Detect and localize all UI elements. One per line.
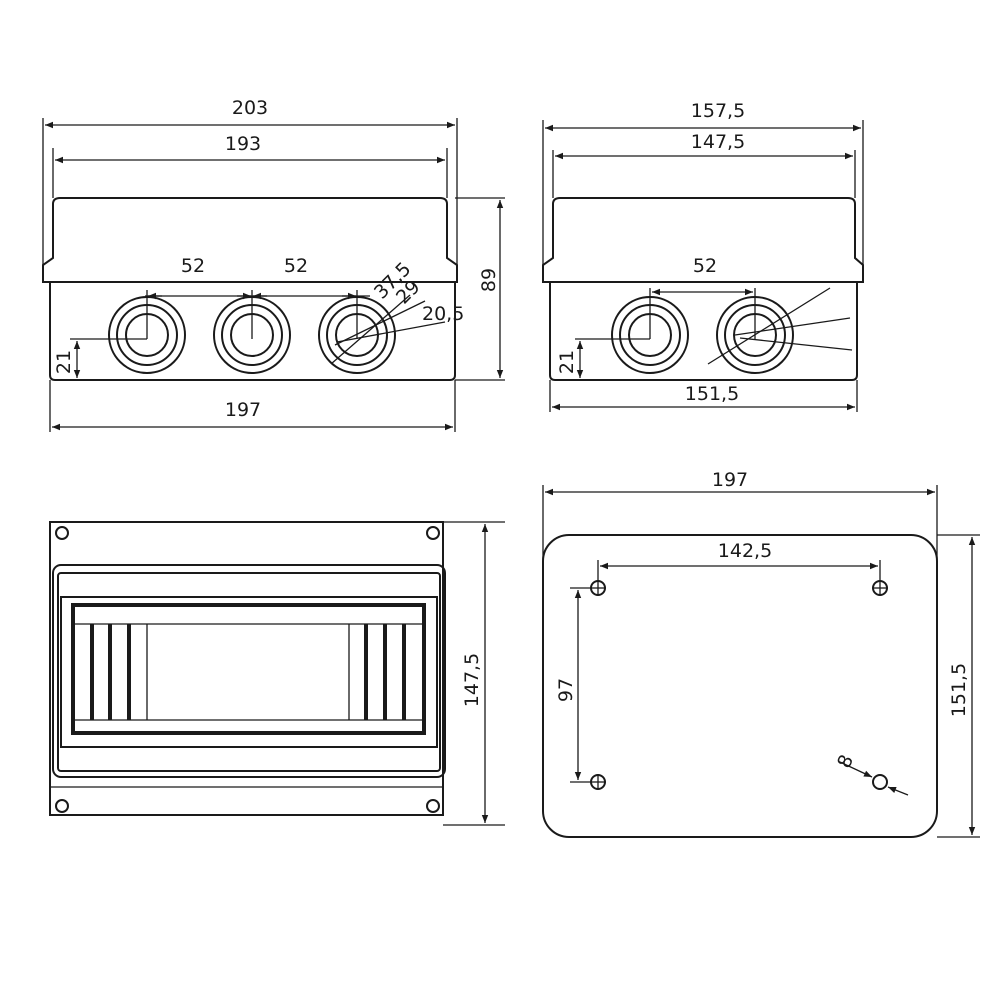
dim-mount-hole-dia: 8 [833,751,858,771]
dim-hole-spacing-2: 52 [284,255,308,277]
dim-side-lid-width: 147,5 [691,131,745,153]
dim-side-body-width: 151,5 [685,383,739,405]
dim-height: 89 [478,268,500,292]
mounting-holes [590,580,888,790]
dim-bottom-height: 151,5 [948,663,970,717]
dim-lid-width: 193 [225,133,261,155]
dim-body-width: 197 [225,399,261,421]
dim-side-overall-width: 157,5 [691,100,745,122]
dim-side-hole-spacing: 52 [693,255,717,277]
dim-mount-spacing-x: 142,5 [718,540,772,562]
dim-side-hole-height: 21 [556,350,578,374]
side-view: 157,5 147,5 52 21 151,5 [542,100,864,412]
front-view: 203 193 52 52 21 37,5 29 20,5 89 197 [42,97,505,432]
dim-mount-spacing-y: 97 [555,678,577,702]
dim-overall-width: 203 [232,97,268,119]
dim-hole-height: 21 [53,350,75,374]
dim-hole-spacing-1: 52 [181,255,205,277]
dim-top-height: 147,5 [461,653,483,707]
top-view: 147,5 [49,521,505,826]
dim-bottom-width: 197 [712,469,748,491]
bottom-view: 197 142,5 97 8 151,5 [542,469,980,838]
dim-dia-inner: 20,5 [422,303,464,325]
